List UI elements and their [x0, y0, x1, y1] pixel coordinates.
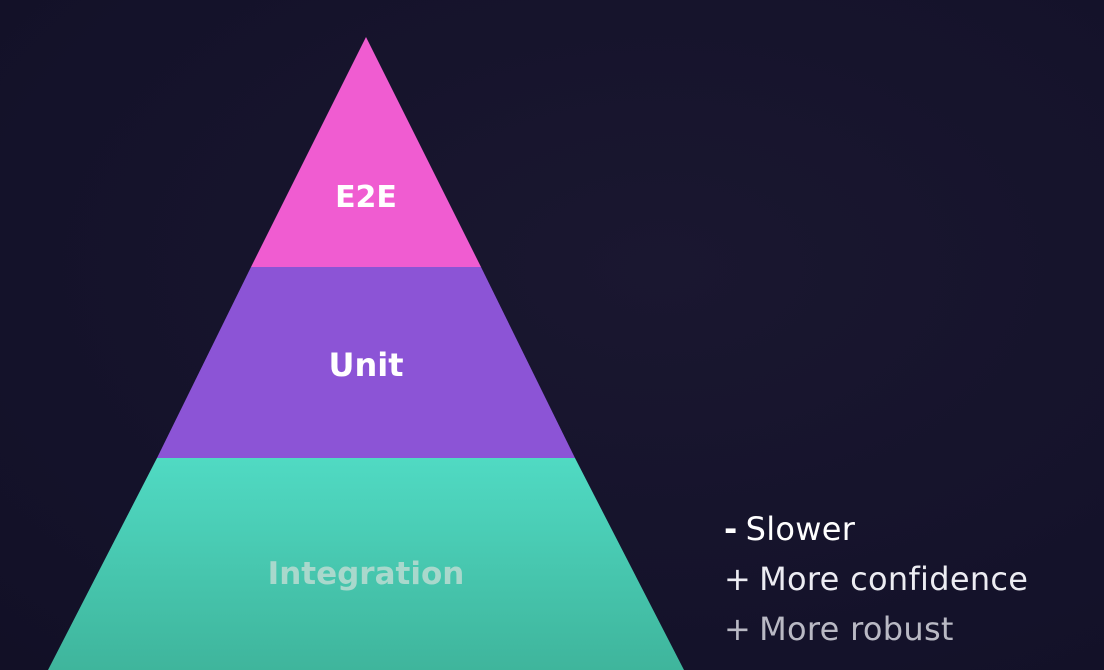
note-text: More robust — [759, 610, 954, 648]
note-slower: -Slower — [724, 504, 1028, 554]
note-more-confidence: +More confidence — [724, 554, 1028, 604]
note-text: Slower — [745, 510, 856, 548]
note-more-robust: +More robust — [724, 604, 1028, 654]
minus-symbol: - — [724, 510, 738, 548]
tradeoff-notes: -Slower +More confidence +More robust — [724, 504, 1028, 654]
note-text: More confidence — [759, 560, 1029, 598]
plus-symbol: + — [724, 560, 752, 598]
plus-symbol: + — [724, 610, 752, 648]
pyramid-layer-integration — [48, 458, 684, 670]
pyramid-label-integration: Integration — [267, 556, 465, 592]
pyramid-layer-e2e — [251, 37, 481, 267]
pyramid-label-unit: Unit — [328, 346, 404, 384]
pyramid-label-e2e: E2E — [335, 180, 397, 215]
pyramid-layer-unit — [157, 267, 575, 458]
